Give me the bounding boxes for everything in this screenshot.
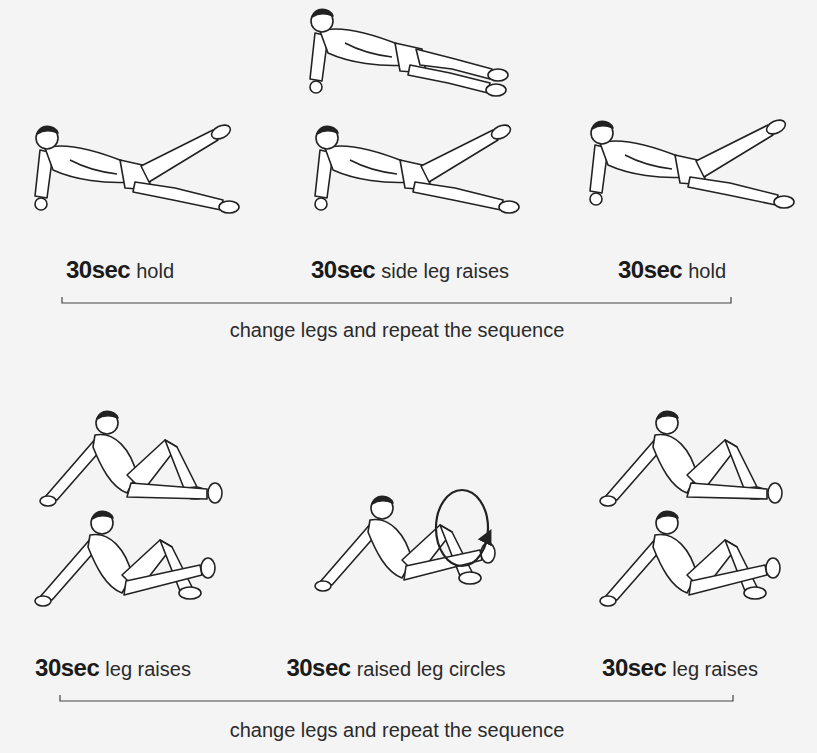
exercise-name: hold xyxy=(688,260,726,283)
seated-figure xyxy=(40,411,222,506)
instruction-note: change legs and repeat the sequence xyxy=(230,319,565,342)
duration-label: 30sec xyxy=(66,256,130,284)
instruction-note: change legs and repeat the sequence xyxy=(230,719,565,742)
exercise-name: leg raises xyxy=(105,658,191,681)
exercise-caption: 30sec side leg raises xyxy=(311,256,509,284)
instruction-group: change legs and repeat the sequence xyxy=(230,719,565,742)
duration-label: 30sec xyxy=(311,256,375,284)
leg-circle-figure xyxy=(315,490,495,591)
bracket xyxy=(60,695,733,701)
exercise-caption: 30sec leg raises xyxy=(35,654,191,682)
exercise-name: raised leg circles xyxy=(357,658,506,681)
exercise-caption: 30sec hold xyxy=(66,256,174,284)
side-raise-figure xyxy=(315,122,519,213)
duration-label: 30sec xyxy=(35,654,99,682)
side-lying-figure xyxy=(310,9,508,96)
exercise-caption: 30sec hold xyxy=(618,256,726,284)
seated-figure xyxy=(35,511,215,606)
side-raise-figure xyxy=(35,122,239,213)
duration-label: 30sec xyxy=(602,654,666,682)
exercise-caption: 30sec raised leg circles xyxy=(286,654,505,682)
exercise-name: hold xyxy=(136,260,174,283)
duration-label: 30sec xyxy=(618,256,682,284)
seated-figure xyxy=(600,411,782,506)
exercise-name: leg raises xyxy=(672,658,758,681)
instruction-group: change legs and repeat the sequence xyxy=(230,319,565,342)
side-raise-figure xyxy=(590,117,794,208)
exercise-caption: 30sec leg raises xyxy=(602,654,758,682)
bracket xyxy=(62,297,731,303)
seated-figure xyxy=(600,511,780,606)
exercise-name: side leg raises xyxy=(381,260,509,283)
duration-label: 30sec xyxy=(286,654,350,682)
